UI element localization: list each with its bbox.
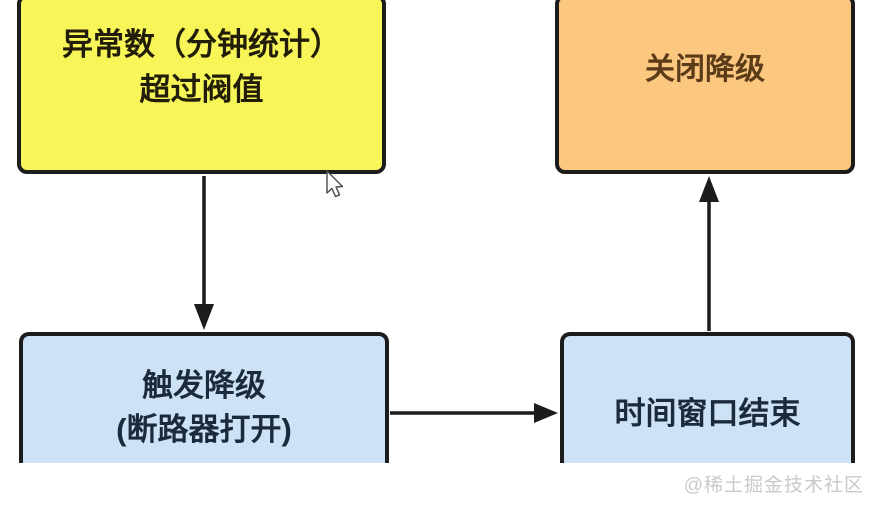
node-label-line: 超过阀值 [139,72,264,107]
flow-node-time-window-end: 时间窗口结束 [560,332,855,463]
arrow-exception-to-trigger-icon [194,176,214,330]
node-label-line: 时间窗口结束 [614,396,801,431]
flow-node-trigger-degrade: 触发降级 (断路器打开) [19,332,389,463]
arrow-trigger-to-window-icon [390,403,558,423]
flow-node-close-degrade: 关闭降级 [555,0,855,174]
watermark-text: @稀土掘金技术社区 [683,475,864,496]
arrow-window-to-close-icon [699,176,719,331]
node-label-line: 关闭降级 [645,53,765,86]
node-label-line: 触发降级 [142,368,266,403]
node-label-line: (断路器打开) [116,412,292,447]
node-label-line: 异常数（分钟统计） [62,27,341,62]
flow-node-exception-threshold: 异常数（分钟统计） 超过阀值 [17,0,386,174]
